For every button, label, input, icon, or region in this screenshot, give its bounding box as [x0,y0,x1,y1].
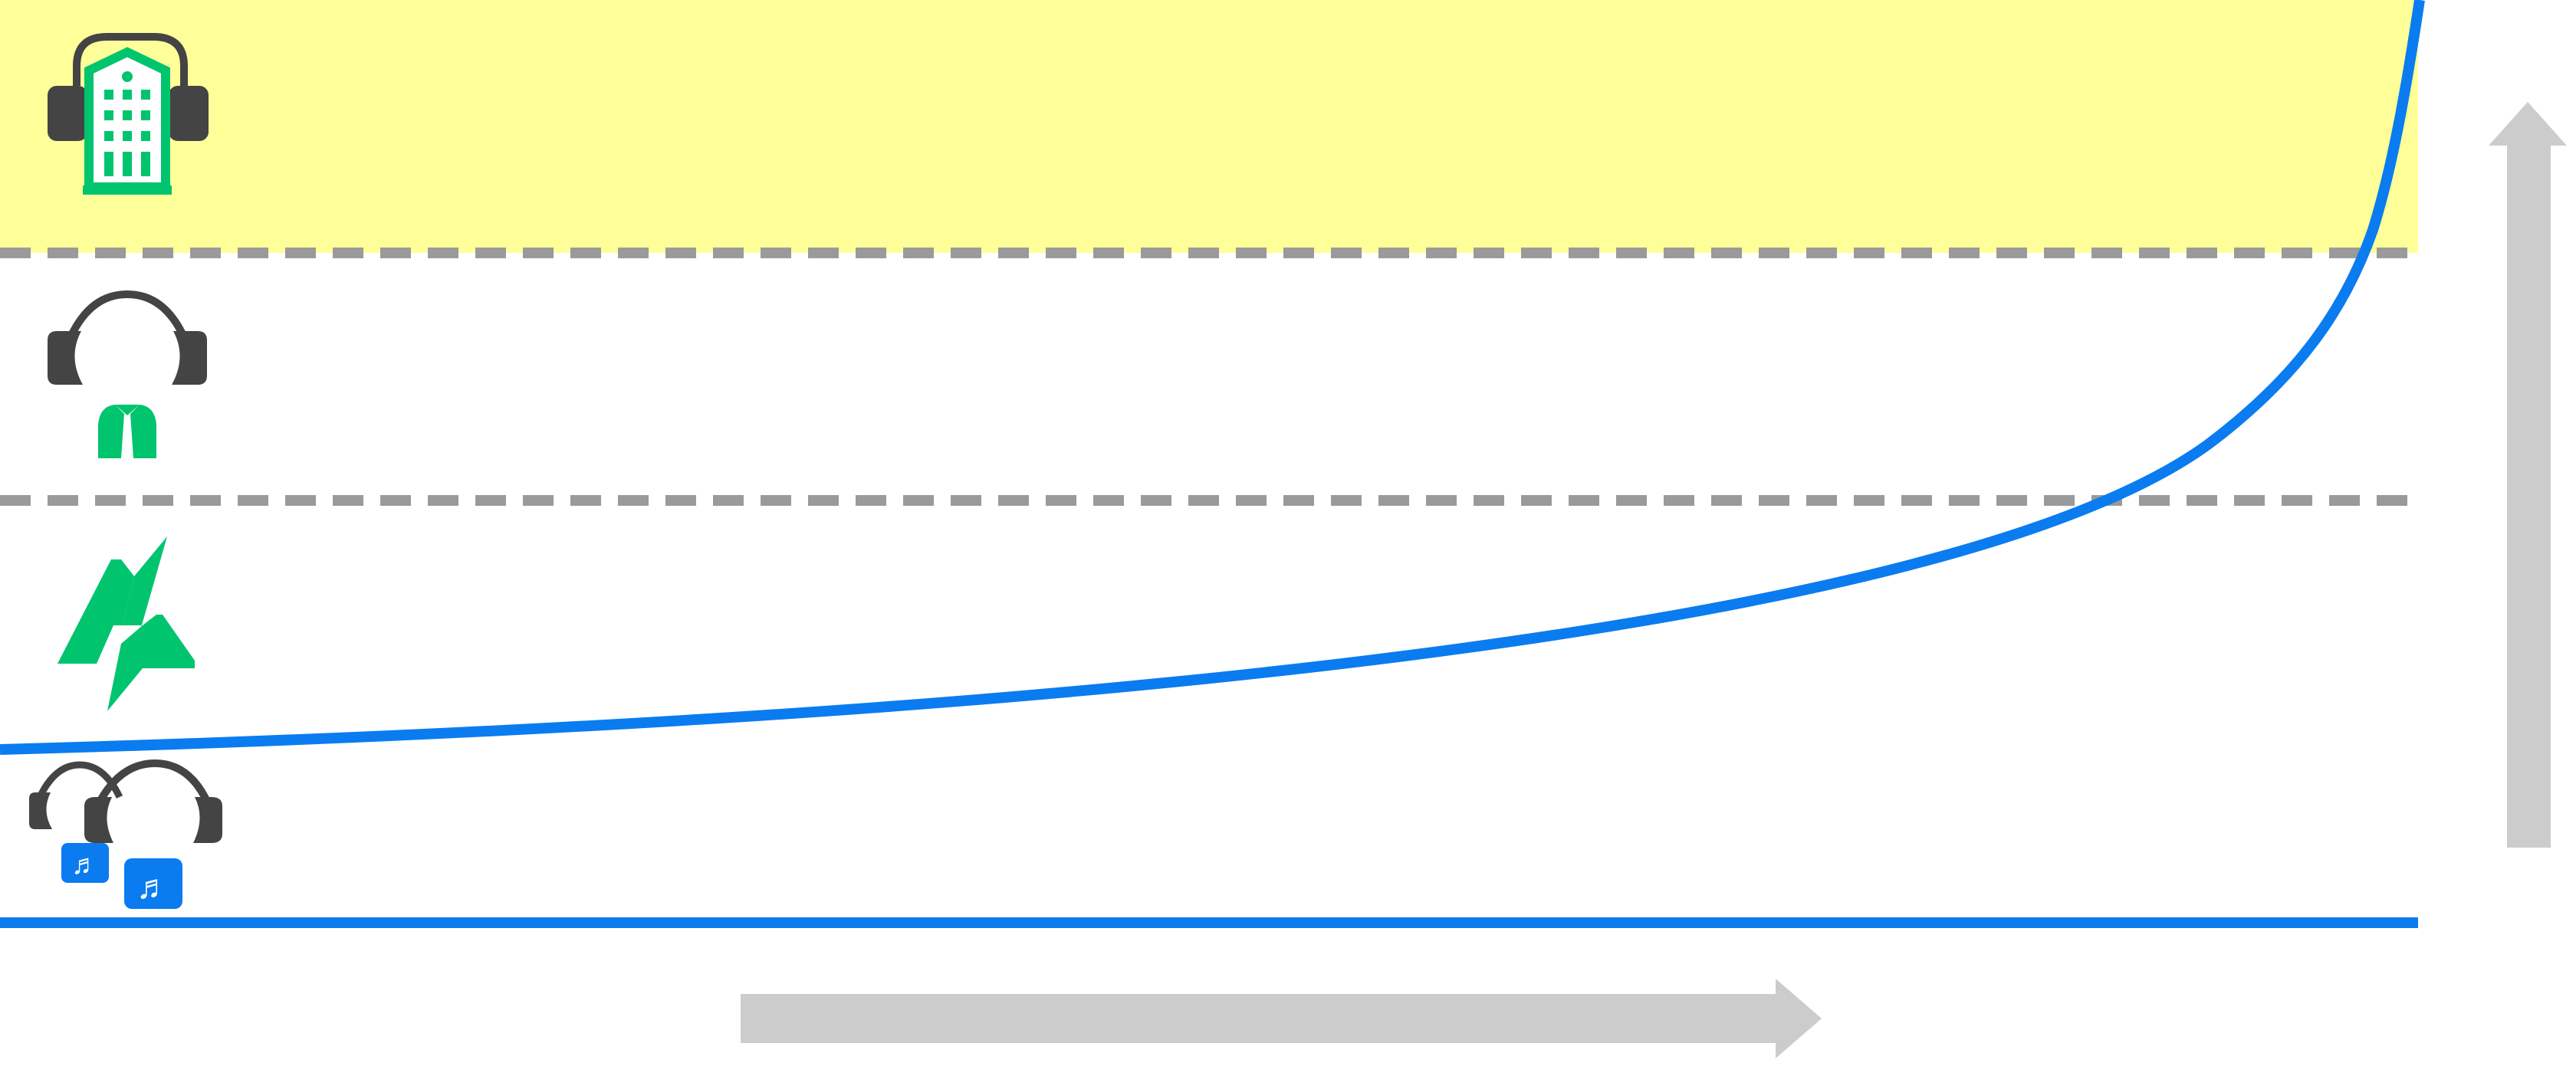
music-note-small: ♬ [71,848,99,880]
growth-curve [0,0,2425,755]
headphones-building-icon [48,33,209,195]
highlight-band [0,0,2418,253]
building [83,47,172,195]
headband [73,33,188,86]
music-shirt-large [124,858,182,909]
lightning-bolt [123,536,167,644]
right-ear-cup [172,331,207,385]
left-ear-cup [48,86,87,141]
left-ear-cup [48,331,83,385]
left-ear-cup-large [84,797,113,843]
music-note-large: ♬ [136,868,170,906]
headphones-group-music-icon: ♬ ♬ [29,759,222,909]
left-peak [58,559,134,664]
music-shirt-small [61,843,109,883]
lightning-mountain-icon [58,536,195,711]
arrow-up-icon [2489,102,2567,848]
headband [67,290,188,339]
left-ear-cup-small [29,792,52,829]
arrow-right-icon [741,979,1822,1058]
person-torso [98,405,156,458]
right-ear-cup-large [193,797,222,843]
right-ear-cup [169,86,209,141]
right-peak [107,615,195,711]
headband-large [94,759,212,807]
headphones-person-icon [48,290,207,458]
